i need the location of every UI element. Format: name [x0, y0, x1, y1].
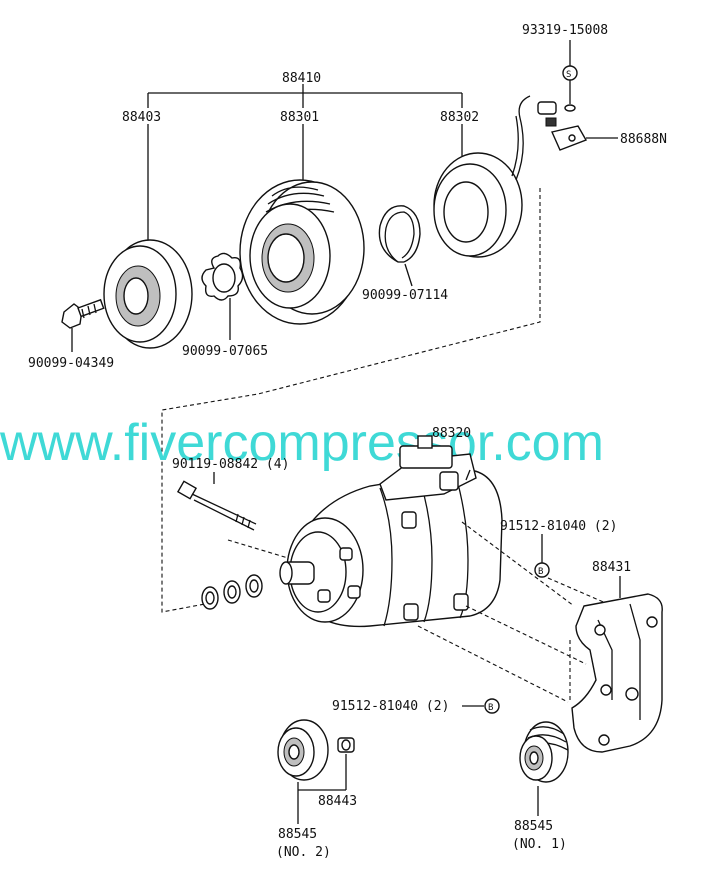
idler-pulley-no1-88545[interactable]: [519, 721, 569, 816]
idler-pulley-no2-88545[interactable]: [277, 719, 329, 824]
exploded-view-guide: [161, 188, 541, 613]
assembly-bracket-88410: [147, 84, 463, 108]
snap-ring-90099-07114[interactable]: [378, 205, 421, 287]
bolt-91512-81040-top[interactable]: B: [534, 534, 550, 578]
marker-b-top: B: [538, 567, 543, 577]
watermark: www.fivercompressor.com: [0, 414, 604, 472]
label-90099-07114: 90099-07114: [362, 288, 448, 303]
marker-s: S: [566, 70, 571, 80]
nut-88443[interactable]: [298, 737, 355, 791]
marker-b-bottom: B: [488, 703, 493, 713]
screw-93319-15008[interactable]: S: [562, 40, 578, 112]
label-88545-no2-sub: (NO. 2): [276, 845, 331, 860]
label-93319-15008: 93319-15008: [522, 23, 608, 38]
shim-90099-07065[interactable]: [201, 252, 244, 340]
label-91512-81040-top: 91512-81040 (2): [500, 519, 617, 534]
pulley-88301[interactable]: [239, 124, 365, 325]
label-91512-81040-bottom: 91512-81040 (2): [332, 699, 449, 714]
bracket-88431[interactable]: [571, 576, 663, 753]
compressor-body-88320[interactable]: [279, 435, 503, 628]
label-88302: 88302: [440, 110, 479, 125]
label-88320: 88320: [432, 426, 471, 441]
label-88688N: 88688N: [620, 132, 667, 147]
washers[interactable]: [201, 574, 263, 610]
label-88431: 88431: [592, 560, 631, 575]
label-88301: 88301: [280, 110, 319, 125]
label-88443: 88443: [318, 794, 357, 809]
label-88410: 88410: [282, 71, 321, 86]
label-90099-07065: 90099-07065: [182, 344, 268, 359]
through-bolt-90119-08842[interactable]: [176, 472, 257, 531]
bolt-90099-04349[interactable]: [61, 298, 105, 352]
stator-coil-88302[interactable]: [433, 95, 531, 258]
label-88545-no1: 88545: [514, 819, 553, 834]
label-88403: 88403: [122, 110, 161, 125]
connector-88688N[interactable]: [537, 101, 618, 151]
pressure-plate-88403[interactable]: [103, 124, 193, 349]
label-88545-no2: 88545: [278, 827, 317, 842]
label-88545-no1-sub: (NO. 1): [512, 837, 567, 852]
bracket-guide-lines: [417, 521, 609, 703]
bolt-91512-81040-bottom[interactable]: B: [462, 698, 500, 714]
label-90099-04349: 90099-04349: [28, 356, 114, 371]
label-90119-08842: 90119-08842 (4): [172, 457, 289, 472]
